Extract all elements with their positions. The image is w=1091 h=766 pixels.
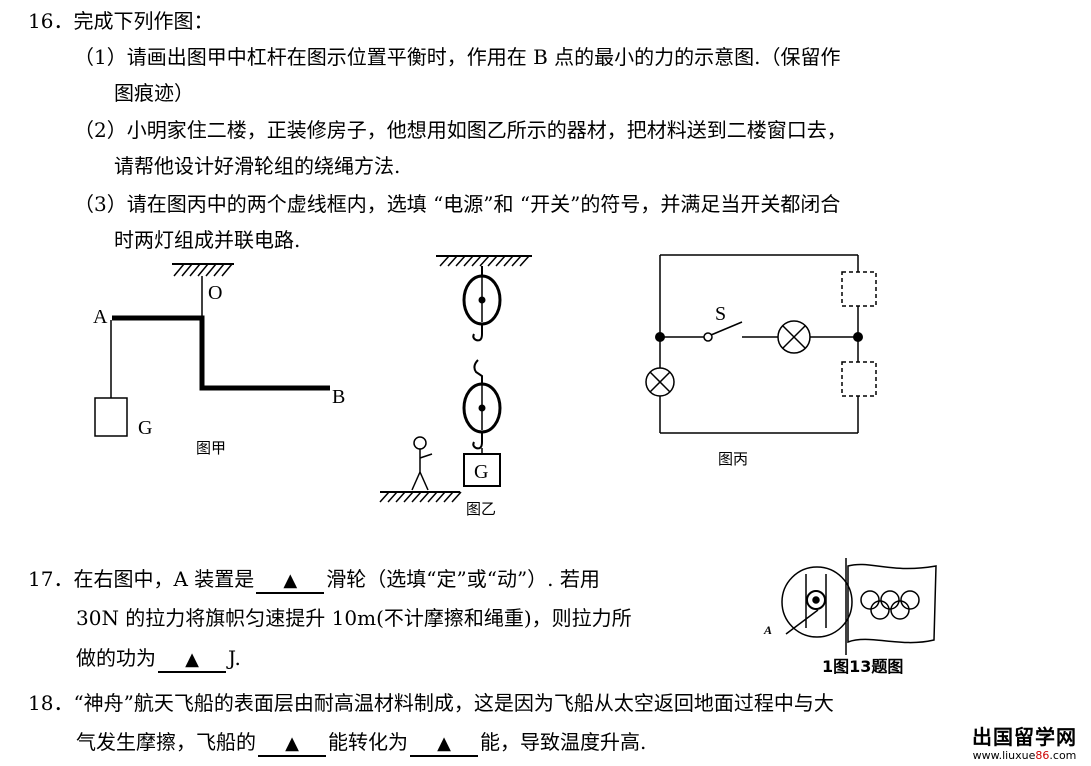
label-g: G [138,417,152,439]
q16-part2-line2: 请帮他设计好滑轮组的绕绳方法. [114,154,401,178]
q16-part2-line1: （2）小明家住二楼，正装修房子，他想用如图乙所示的器材，把材料送到二楼窗口去， [74,118,847,142]
q16-number: 16． [28,9,74,33]
q17-line3-post: J. [228,646,241,670]
caption-yi: 图乙 [466,500,496,518]
q18-line1: 18．“神舟”航天飞船的表面层由耐高温材料制成，这是因为飞船从太空返回地面过程中… [28,690,834,716]
caption-flag: 1图13题图 [822,657,903,676]
q17-line1-pre: 在右图中，A 装置是 [73,567,255,591]
watermark-url-pre: www.liuxue [972,749,1036,762]
label-b: B [332,386,345,408]
q17-line1-post: 滑轮（选填“定”或“动”）. 若用 [326,567,600,591]
figure-flag: A 1图13题图 [763,558,937,676]
q18-blank1[interactable]: ▲ [258,733,326,757]
q18-line2-mid: 能转化为 [328,730,408,754]
q16-title: 完成下列作图： [73,9,214,33]
figure-yi-pulleys: G 图乙 [379,255,532,518]
q16-header: 16．完成下列作图： [28,8,213,34]
label-a: A [93,306,108,328]
label-o: O [208,282,222,304]
caption-jia: 图甲 [196,439,226,457]
q17-line1: 17．在右图中，A 装置是▲滑轮（选填“定”或“动”）. 若用 [28,566,600,594]
q16-part3-line2: 时两灯组成并联电路. [114,228,301,252]
q18-line2-post: 能，导致温度升高. [480,730,647,754]
q17-blank1[interactable]: ▲ [256,570,325,594]
figure-jia-lever: O A B G 图甲 [93,263,345,457]
q17-blank2[interactable]: ▲ [158,649,226,673]
label-g-box: G [474,461,488,483]
q18-line2-pre: 气发生摩擦，飞船的 [76,730,256,754]
watermark-url: www.liuxue86.com [972,750,1077,762]
q17-line3: 做的功为▲J. [76,645,241,673]
watermark: 出国留学网 www.liuxue86.com [972,721,1077,762]
label-s: S [715,303,726,325]
q16-part1-line1: （1）请画出图甲中杠杆在图示位置平衡时，作用在 B 点的最小的力的示意图.（保留… [74,45,841,69]
q18-line2: 气发生摩擦，飞船的▲能转化为▲能，导致温度升高. [76,729,646,757]
watermark-name: 出国留学网 [972,725,1077,749]
q16-part1-line2: 图痕迹） [114,81,194,105]
q18-line1-text: “神舟”航天飞船的表面层由耐高温材料制成，这是因为飞船从太空返回地面过程中与大 [73,691,834,715]
watermark-url-post: .com [1049,749,1077,762]
flag-label-a: A [763,623,772,637]
q16-part3-line1: （3）请在图丙中的两个虚线框内，选填 “电源”和 “开关”的符号，并满足当开关都… [74,192,841,216]
q18-blank2[interactable]: ▲ [410,733,478,757]
figure-bing-circuit: S 图丙 [645,254,877,468]
q17-line3-pre: 做的功为 [76,646,156,670]
q18-number: 18． [28,691,74,715]
watermark-url-num: 86 [1035,749,1050,762]
caption-bing: 图丙 [718,450,748,468]
q17-line2: 30N 的拉力将旗帜匀速提升 10m(不计摩擦和绳重)，则拉力所 [76,606,632,630]
q17-number: 17． [28,567,74,591]
